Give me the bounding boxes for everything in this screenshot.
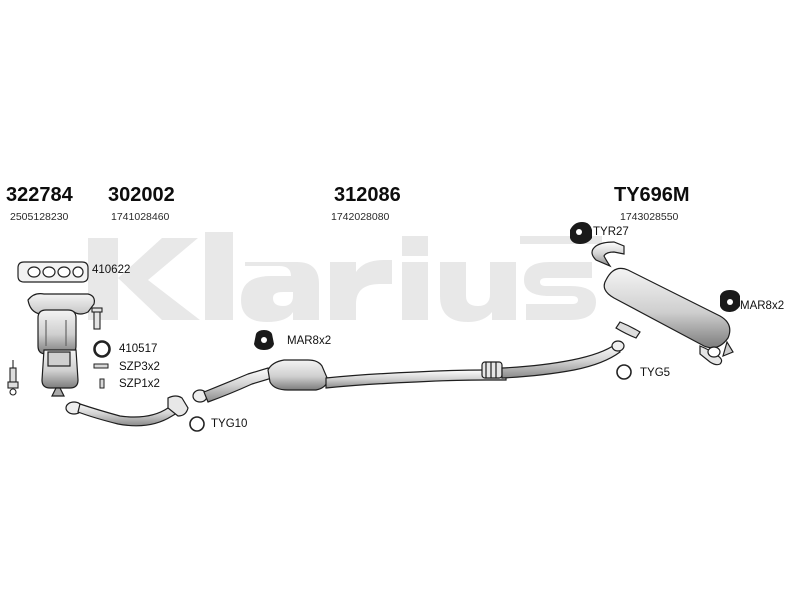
- bolt-icon: [91, 307, 103, 330]
- label-mar8x2-rear: MAR8x2: [740, 300, 785, 312]
- rear-silencer-ty696m-icon: [591, 241, 734, 366]
- label-tyr27: TYR27: [593, 226, 629, 238]
- label-mar8x2-mid: MAR8x2: [287, 335, 332, 347]
- part-number-302002: 302002: [108, 184, 175, 206]
- label-410517: 410517: [119, 343, 158, 355]
- part-number-322784: 322784: [6, 184, 73, 206]
- spring-szp1x2-icon: [99, 378, 105, 389]
- intermediate-pipe-312086-icon: [192, 340, 625, 403]
- oe-number-312086: 1742028080: [331, 211, 390, 223]
- manifold-catalyst-icon: [27, 293, 95, 397]
- oe-number-322784: 2505128230: [10, 211, 69, 223]
- ring-gasket-410517-icon: [93, 340, 111, 358]
- rubber-mount-rear-icon: [720, 290, 740, 312]
- front-pipe-302002-icon: [65, 395, 189, 427]
- oxygen-sensor-icon: [7, 360, 19, 396]
- part-number-312086: 312086: [334, 184, 401, 206]
- oe-number-302002: 1741028460: [111, 211, 170, 223]
- spring-szp3x2-icon: [93, 363, 109, 369]
- ring-tyg5-icon: [616, 364, 632, 380]
- label-szp1x2: SZP1x2: [119, 378, 160, 390]
- rubber-mount-mid-icon: [254, 330, 274, 350]
- part-number-ty696m: TY696M: [614, 184, 690, 206]
- label-tyg10: TYG10: [211, 418, 248, 430]
- label-tyg5: TYG5: [640, 367, 671, 379]
- label-410622: 410622: [92, 264, 131, 276]
- ring-tyg10-icon: [189, 416, 205, 432]
- oe-number-ty696m: 1743028550: [620, 211, 679, 223]
- gasket-410622-icon: [17, 261, 89, 283]
- label-szp3x2: SZP3x2: [119, 361, 160, 373]
- hanger-tyr27-icon: [570, 222, 592, 244]
